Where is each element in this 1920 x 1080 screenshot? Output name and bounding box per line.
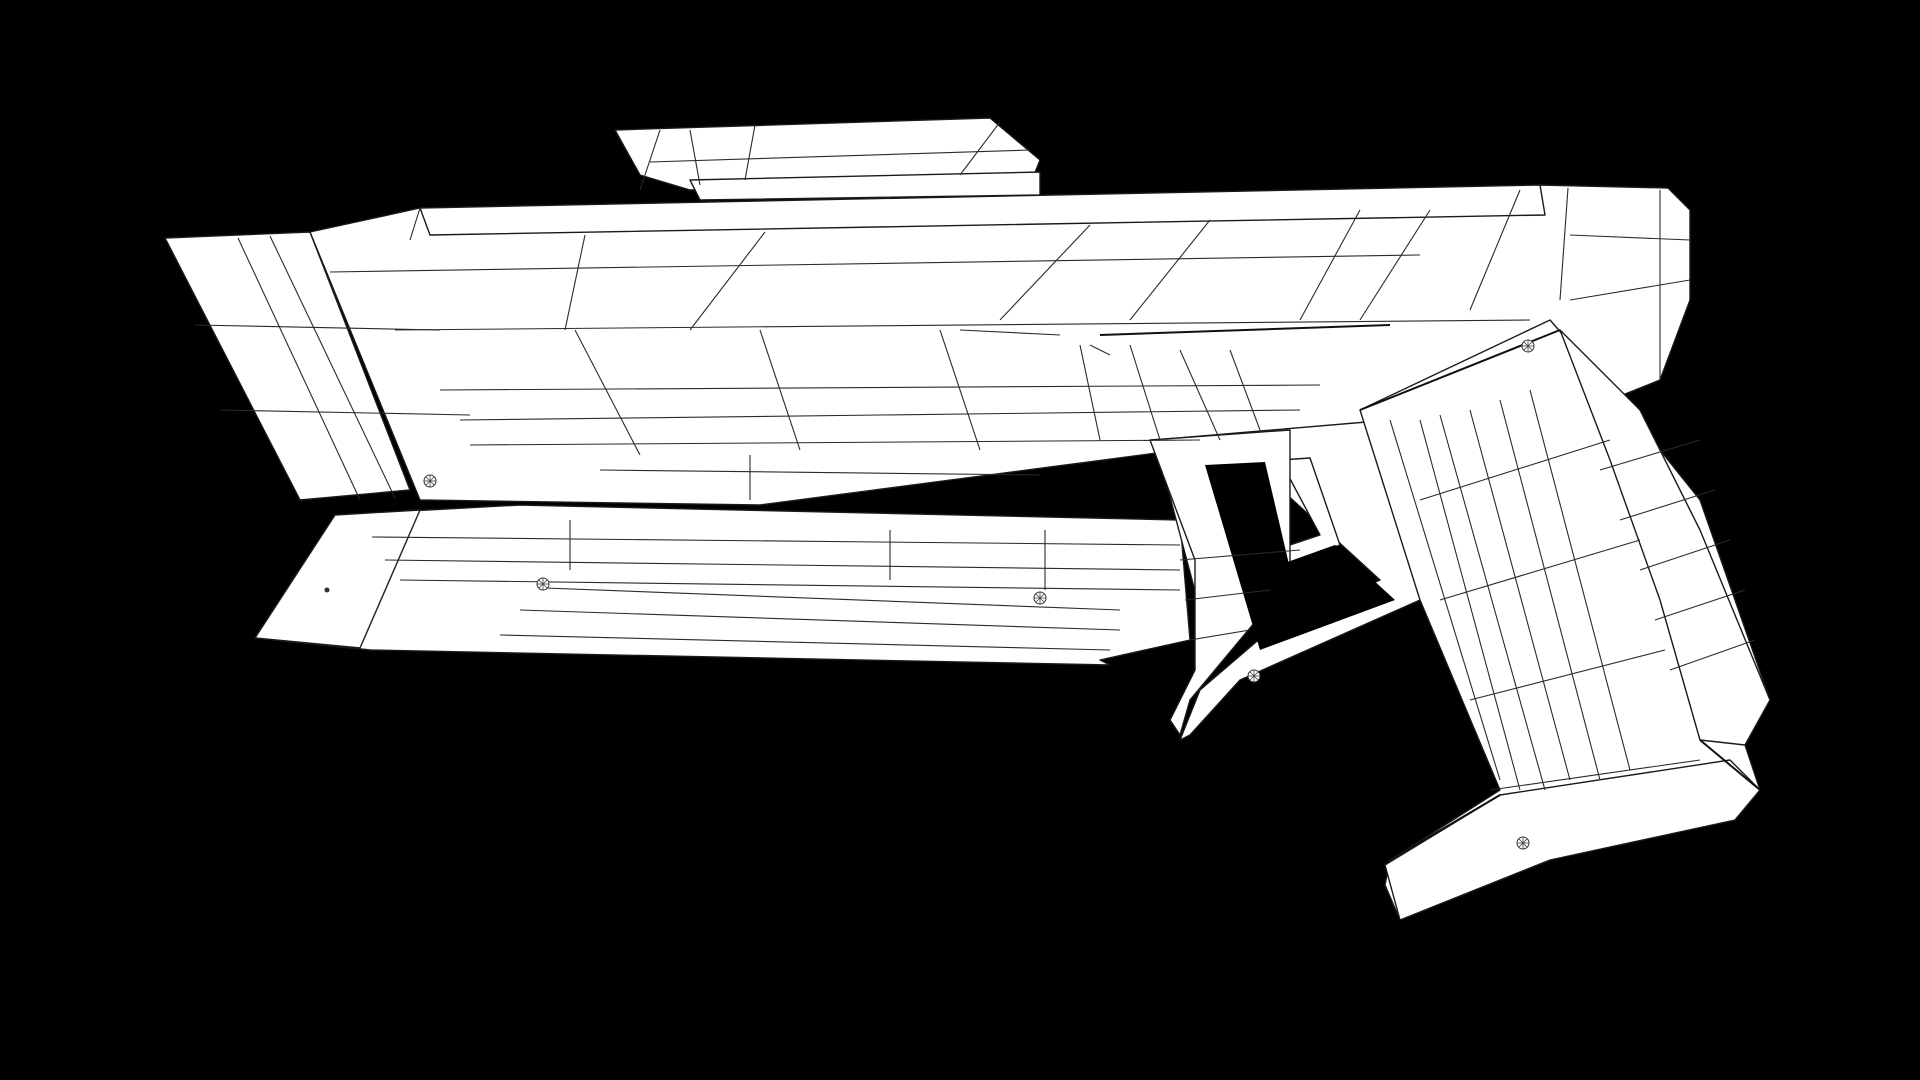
panel-line [439, 384, 1321, 391]
panel-line [269, 235, 396, 499]
panel-line [1089, 344, 1111, 356]
panel-line [1669, 639, 1756, 671]
panel-line [1599, 439, 1701, 471]
screw-spoke [1035, 593, 1045, 603]
panel-line [219, 409, 471, 416]
panel-line [1189, 629, 1251, 641]
panel-line [1489, 759, 1701, 791]
panel-line [469, 439, 1201, 446]
wireframe-edges [194, 121, 1756, 791]
surface-markers [324, 587, 330, 593]
panel-line [1619, 489, 1716, 521]
panel-line [499, 634, 1111, 651]
panel-line [759, 329, 801, 451]
panel-line [649, 149, 1031, 163]
panel-line [1469, 409, 1571, 781]
panel-line [394, 319, 1531, 331]
screw-grip-base-icon [1516, 836, 1530, 850]
panel-line [1639, 539, 1731, 571]
panel-line [689, 129, 701, 186]
panel-line [1079, 344, 1101, 441]
screw-spoke [538, 579, 548, 589]
panel-line [237, 237, 361, 501]
panel-line [399, 579, 1181, 591]
panel-line [1654, 589, 1746, 621]
crease-line [1699, 739, 1761, 791]
panel-line [384, 559, 1181, 571]
panel-line [1439, 414, 1546, 791]
panel-line [574, 329, 641, 456]
panel-line [1359, 209, 1431, 321]
panel-line [1389, 419, 1501, 781]
panel-line [1229, 349, 1261, 431]
screw-frame-icon [1247, 669, 1261, 683]
panel-line [329, 254, 1421, 273]
panel-line [1419, 419, 1521, 791]
panel-line [1569, 234, 1691, 241]
panel-line [1129, 344, 1161, 441]
panel-line [1419, 439, 1611, 501]
panel-line [194, 324, 441, 331]
screw-spoke [1249, 671, 1259, 681]
panel-line [409, 207, 421, 241]
screw-lower-front-icon [536, 577, 550, 591]
screw-muzzle-icon [423, 474, 437, 488]
panel-line [1499, 399, 1601, 781]
screw-spoke [1518, 838, 1528, 848]
panel-line [959, 329, 1061, 336]
panel-line [544, 587, 1121, 611]
panel-line [1469, 189, 1521, 311]
screw-details [423, 339, 1535, 850]
trigger-guard-opening [1205, 462, 1395, 650]
panel-line [999, 224, 1091, 321]
panel-line [459, 409, 1301, 421]
panel-line [689, 231, 766, 331]
panel-line [1439, 539, 1641, 601]
slide-top-strip [419, 184, 1546, 236]
panel-line [639, 129, 661, 191]
grip-back-ridge [1559, 329, 1771, 746]
panel-line [1299, 209, 1361, 321]
panel-line [1129, 219, 1211, 321]
panel-line [564, 234, 586, 331]
screw-lower-rear-icon [1033, 591, 1047, 605]
panel-line [1529, 389, 1631, 771]
sight-dot [324, 587, 330, 593]
panel-line [1469, 649, 1666, 701]
panel-line [959, 121, 1001, 176]
mag-base [1384, 759, 1761, 921]
panel-line [359, 509, 421, 649]
panel-line [599, 469, 1041, 476]
panel-line [1569, 279, 1691, 301]
screw-spoke [1523, 341, 1533, 351]
panel-line [744, 124, 756, 181]
crease-line [1389, 794, 1501, 861]
panel-line [1184, 589, 1271, 601]
panel-line [1179, 349, 1221, 441]
panel-line [519, 609, 1121, 631]
panel-line [939, 329, 981, 451]
screw-slide-rear-icon [1521, 339, 1535, 353]
muzzle-block [164, 231, 411, 501]
model-openings [1205, 462, 1395, 650]
screw-spoke [425, 476, 435, 486]
panel-line [1179, 549, 1301, 561]
panel-line [1559, 187, 1569, 301]
crease-line [1099, 324, 1391, 336]
